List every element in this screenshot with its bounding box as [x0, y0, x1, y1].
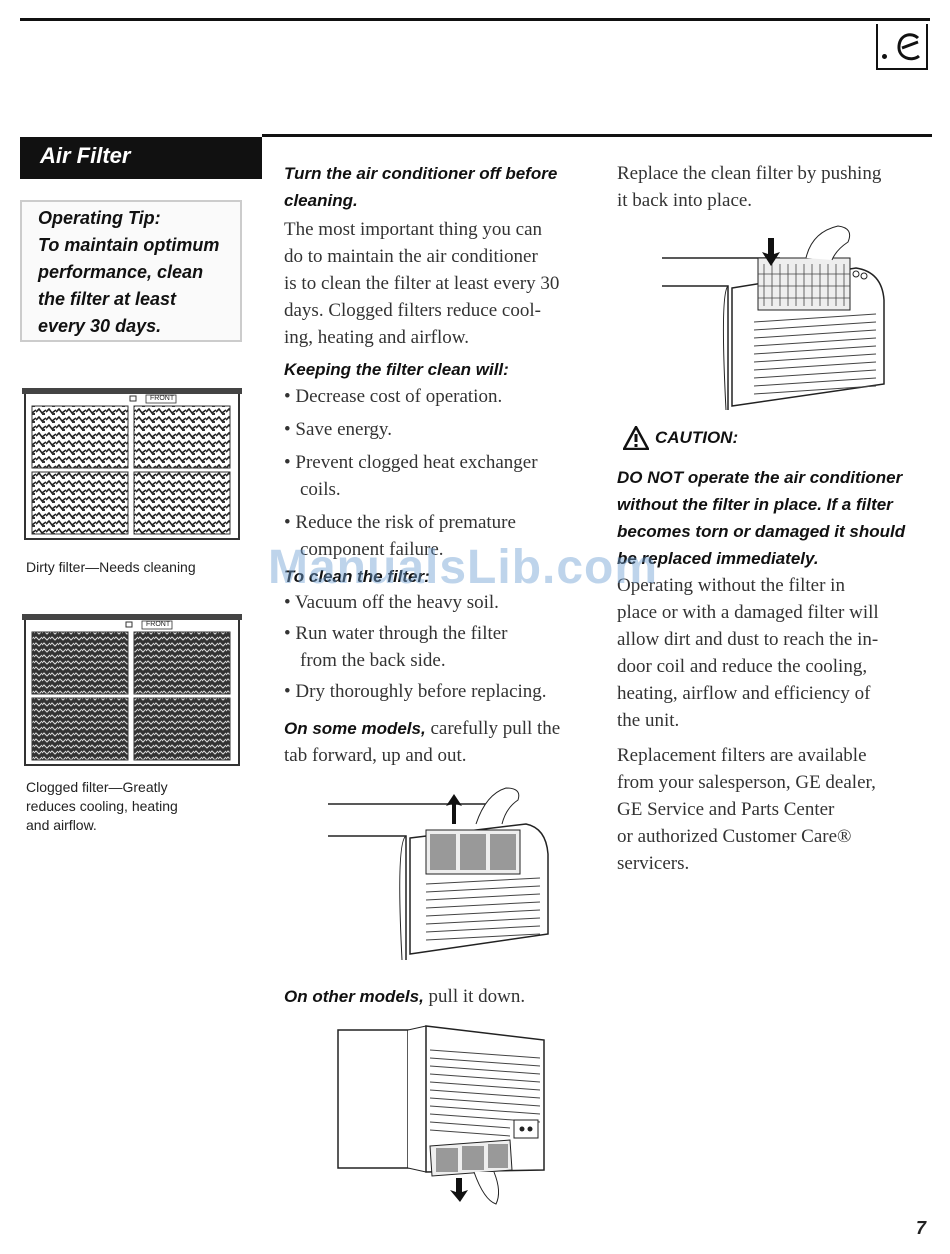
caution-label: CAUTION: [655, 428, 739, 447]
tip-line: To maintain optimum [38, 235, 220, 255]
caution-line: be replaced immediately. [617, 549, 819, 568]
text-line: On some models, carefully pull the [284, 715, 602, 742]
watermark: ManualsLib.com [268, 541, 659, 594]
text-line: ing, heating and airflow. [284, 327, 470, 348]
keeping-bullet: • Decrease cost of operation. [284, 383, 602, 410]
caution-text: DO NOT operate the air conditioner witho… [617, 464, 929, 572]
text-line: servicers. [617, 853, 690, 874]
bullet-line: • Run water through the filter [284, 623, 508, 644]
section-header: Air Filter [20, 137, 262, 179]
clogged-filter-illustration: FRONT [22, 614, 242, 766]
text-line: GE Service and Parts Center [617, 799, 835, 820]
dirty-filter-illustration: FRONT [22, 388, 242, 540]
text-line: Replacement filters are available [617, 745, 867, 766]
text-line: do to maintain the air conditioner [284, 246, 538, 267]
text-line: is to clean the filter at least every 30 [284, 273, 560, 294]
replace-paragraph: Replace the clean filter by pushing it b… [617, 160, 929, 214]
text-line: Operating without the filter in [617, 575, 845, 596]
front-label: FRONT [146, 621, 171, 628]
heading-line: cleaning. [284, 191, 358, 210]
replacement-paragraph: Replacement filters are available from y… [617, 742, 929, 877]
bullet-line: • Vacuum off the heavy soil. [284, 592, 499, 613]
other-models-bold: On other models, [284, 987, 424, 1006]
bullet-line: component failure. [300, 539, 444, 560]
bullet-line: coils. [300, 479, 341, 500]
warning-triangle-icon [623, 426, 649, 450]
caution-line: without the filter in place. If a filter [617, 495, 893, 514]
some-models-bold: On some models, [284, 719, 426, 738]
column-right: Replace the clean filter by pushing it b… [617, 160, 929, 214]
operating-paragraph: Operating without the filter in place or… [617, 572, 929, 734]
text-line: the unit. [617, 710, 680, 731]
clean-bullet: • Dry thoroughly before replacing. [284, 678, 602, 705]
text-line: from your salesperson, GE dealer, [617, 772, 876, 793]
clean-bullet: • Run water through the filter from the … [284, 620, 602, 674]
tip-line: the filter at least [38, 289, 177, 309]
tip-line: every 30 days. [38, 316, 162, 336]
tip-line: Operating Tip: [38, 208, 161, 228]
section-rule [262, 134, 932, 137]
caution-line: DO NOT operate the air conditioner [617, 468, 903, 487]
bullet-line: • Reduce the risk of premature [284, 512, 516, 533]
text-line: it back into place. [617, 190, 753, 211]
text-line: place or with a damaged filter will [617, 602, 879, 623]
some-models-paragraph: On some models, carefully pull the tab f… [284, 715, 602, 769]
dirty-filter-caption: Dirty filter—Needs cleaning [26, 559, 196, 575]
caution-heading: CAUTION: [617, 424, 929, 454]
text-line: door coil and reduce the cooling, [617, 656, 868, 677]
caption-line: Clogged filter—Greatly [26, 779, 168, 795]
keeping-heading: Keeping the filter clean will: [284, 360, 509, 379]
bullet-line: • Dry thoroughly before replacing. [284, 681, 547, 702]
keeping-bullet: • Prevent clogged heat exchanger coils. [284, 449, 602, 503]
corner-dot [882, 54, 887, 59]
text-line: heating, airflow and efficiency of [617, 683, 871, 704]
column-middle: Turn the air conditioner off before clea… [284, 160, 602, 769]
tip-line: performance, clean [38, 262, 204, 282]
operating-tip-box: Operating Tip: To maintain optimum perfo… [20, 200, 242, 342]
caption-line: and airflow. [26, 817, 97, 833]
top-rule [20, 18, 930, 21]
text-line: Replace the clean filter by pushing [617, 163, 882, 184]
text-line: The most important thing you can [284, 219, 543, 240]
pull-up-figure [328, 787, 549, 960]
bullet-line: • Prevent clogged heat exchanger [284, 452, 538, 473]
caution-block: CAUTION: DO NOT operate the air conditio… [617, 424, 929, 877]
clogged-filter-caption: Clogged filter—Greatly reduces cooling, … [26, 778, 178, 835]
some-models-rest: carefully pull the [425, 718, 561, 739]
intro-paragraph: The most important thing you can do to m… [284, 216, 602, 351]
page-corner-box [876, 24, 928, 70]
front-label: FRONT [150, 395, 175, 402]
clean-bullet: • Vacuum off the heavy soil. [284, 589, 602, 616]
bullet-line: • Save energy. [284, 419, 392, 440]
other-models-paragraph: On other models, pull it down. [284, 983, 525, 1010]
other-models-rest: pull it down. [423, 986, 526, 1007]
section-title: Air Filter [40, 143, 131, 168]
text-line: tab forward, up and out. [284, 745, 467, 766]
keeping-bullet: • Reduce the risk of premature component… [284, 509, 602, 563]
caution-line: becomes torn or damaged it should [617, 522, 906, 541]
heading-line: Turn the air conditioner off before [284, 164, 558, 183]
bullet-line: from the back side. [300, 650, 446, 671]
text-line: or authorized Customer Care® [617, 826, 852, 847]
bullet-line: • Decrease cost of operation. [284, 386, 503, 407]
e-symbol-icon [897, 33, 920, 61]
push-back-figure [662, 225, 885, 410]
text-line: days. Clogged filters reduce cool- [284, 300, 541, 321]
page-number: 7 [915, 1218, 926, 1238]
caption-line: reduces cooling, heating [26, 798, 178, 814]
keeping-bullet: • Save energy. [284, 416, 602, 443]
turn-off-heading: Turn the air conditioner off before clea… [284, 160, 602, 214]
pull-down-figure [337, 1025, 545, 1205]
text-line: allow dirt and dust to reach the in- [617, 629, 879, 650]
clean-heading: To clean the filter: [284, 567, 430, 586]
